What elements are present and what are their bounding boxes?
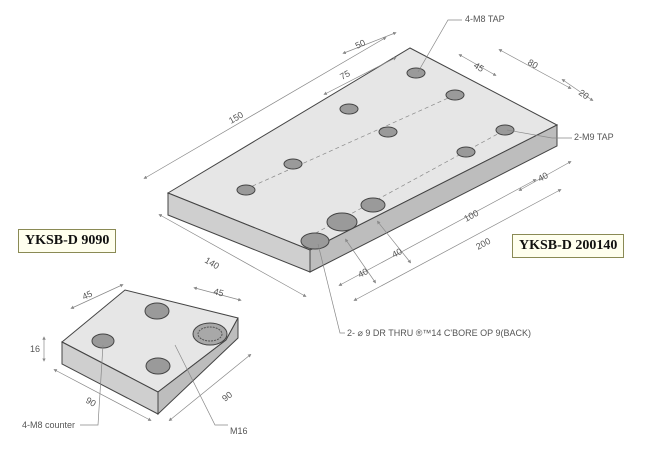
dim-200-line [353, 189, 562, 301]
dim-90-right-line [168, 353, 252, 422]
tap-hole [495, 124, 515, 136]
dim-45-left-line [70, 284, 124, 309]
counterbore-hole [300, 232, 330, 250]
tap-top-leader [417, 19, 462, 73]
tap-side-callout: 2-M9 TAP [574, 132, 614, 142]
dim-50: 50 [354, 38, 367, 51]
m16-leader [174, 344, 228, 426]
dim-40-b-line [345, 238, 376, 284]
dim-20-line [561, 79, 594, 101]
dim-75: 75 [338, 68, 352, 82]
dim-140: 140 [203, 255, 221, 271]
tap-hole [445, 89, 465, 101]
bore-callout: 2- ⌀ 9 DR THRU ®™14 C'BORE OP 9(BACK) [347, 328, 531, 338]
dim-80-line [498, 49, 572, 89]
dim-75-line [323, 57, 397, 95]
large-plate: 150 50 75 45 80 20 40 100 200 140 40 40 … [143, 14, 614, 338]
dim-45-right-line [193, 286, 242, 302]
tap-hole [339, 103, 359, 115]
dim-40-a-line [376, 220, 412, 264]
dim-100: 100 [462, 208, 480, 224]
m16-callout: M16 [230, 426, 248, 436]
counterbore-hole [360, 197, 386, 213]
counterbore-hole [326, 212, 358, 232]
counter-hole [145, 357, 171, 375]
dim-45: 45 [472, 60, 486, 74]
dim-140-line [158, 214, 307, 297]
dim-45-left: 45 [81, 289, 94, 302]
dim-90-right: 90 [220, 390, 234, 404]
dim-80: 80 [526, 57, 540, 71]
dim-45-right: 45 [212, 286, 224, 298]
dim-45-line [458, 54, 497, 76]
counter-hole [144, 302, 170, 320]
small-plate: 45 45 16 90 90 4-M8 counter M16 [22, 284, 252, 436]
tap-hole [406, 67, 426, 79]
tap-top-callout: 4-M8 TAP [465, 14, 505, 24]
tap-side-leader [506, 129, 572, 139]
dim-40-b: 40 [356, 266, 370, 280]
large-plate-label: YKSB-D 200140 [512, 234, 625, 258]
tap-hole [283, 158, 303, 170]
dim-50-line [342, 32, 397, 54]
dim-90-left-line [53, 369, 152, 421]
bore-leader [317, 243, 345, 334]
dim-90-left: 90 [84, 395, 98, 409]
dim-200: 200 [474, 236, 492, 252]
small-plate-label: YKSB-D 9090 [18, 229, 117, 253]
dim-150: 150 [227, 110, 245, 126]
tap-hole [456, 146, 476, 158]
dim-40-a: 40 [390, 246, 404, 260]
counter-callout: 4-M8 counter [22, 420, 75, 430]
dim-16: 16 [30, 344, 40, 354]
dim-20: 20 [577, 87, 591, 101]
dim-40-right: 40 [536, 170, 550, 184]
counter-leader [80, 344, 104, 426]
tap-hole [378, 126, 398, 138]
m16-thread-inner [197, 326, 223, 342]
tap-hole [236, 184, 256, 196]
